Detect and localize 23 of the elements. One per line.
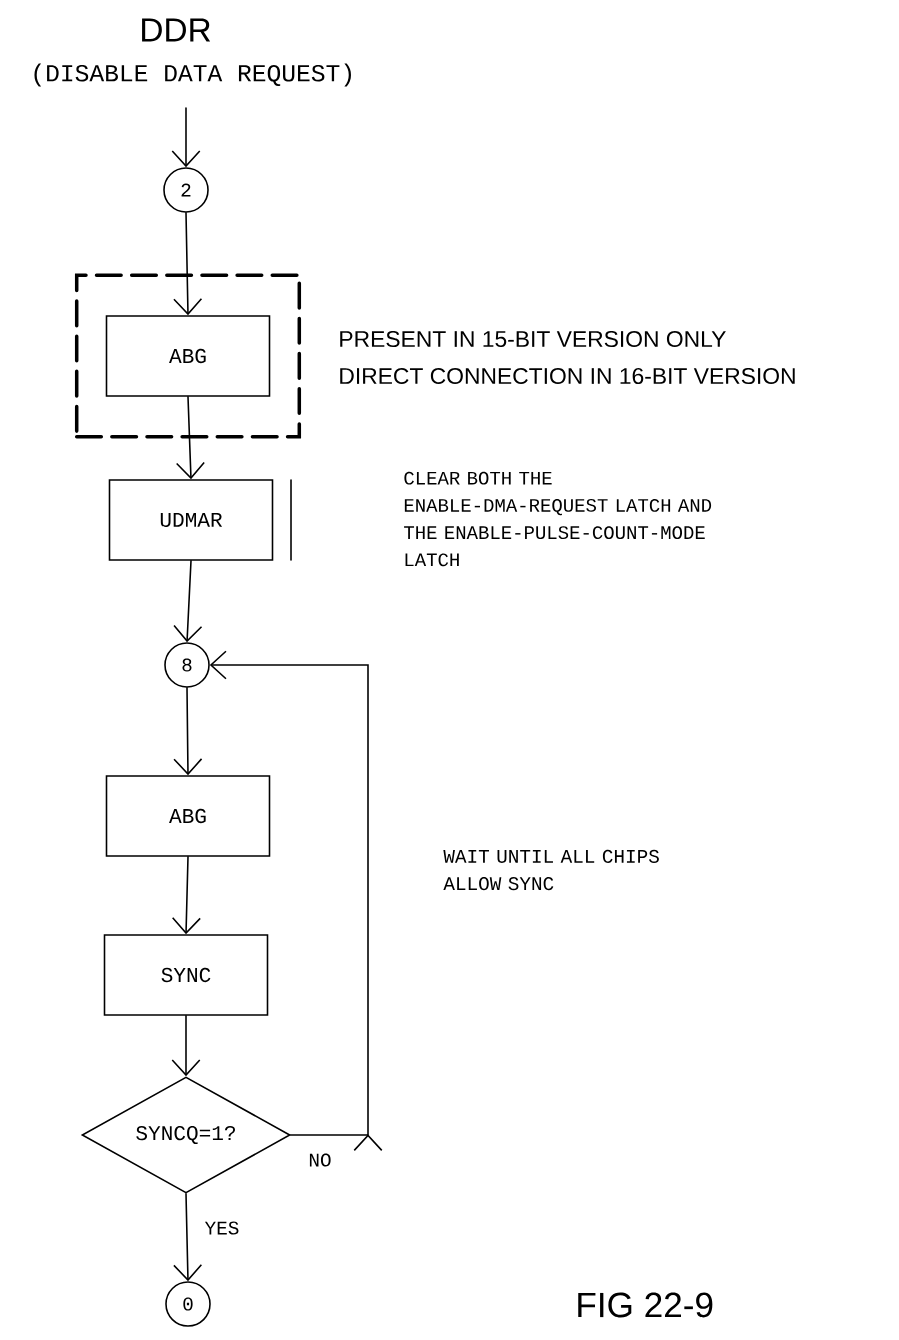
arrow — [173, 560, 203, 643]
figure-caption: FIG 22-9 — [578, 1292, 713, 1318]
arrow — [173, 687, 203, 776]
arrow — [171, 107, 201, 168]
arrow — [171, 1015, 201, 1077]
edge-label: YES — [202, 1219, 242, 1237]
process-box: ABG — [105, 775, 271, 857]
arrow — [171, 856, 201, 935]
arrow — [173, 1193, 203, 1282]
arrow — [175, 396, 205, 480]
note: DIRECT CONNECTION IN 16-BIT VERSION — [340, 367, 795, 385]
subtitle: (DISABLE DATA REQUEST) — [34, 63, 351, 87]
process-box: ABG — [105, 315, 271, 397]
title: DDR — [142, 18, 211, 42]
dashed-frame — [74, 273, 302, 439]
arrow — [209, 650, 383, 1152]
edge-label: NO — [306, 1151, 334, 1169]
note: CLEAR BOTH THE ENABLE-DMA-REQUEST LATCH AND THE ENABLE-PULSE-COUNT-MODE LATCH — [404, 471, 712, 567]
arrow — [173, 212, 203, 316]
note: WAIT UNTIL ALL CHIPS ALLOW SYNC — [443, 849, 659, 891]
process-box: UDMAR — [108, 479, 274, 561]
process-box: SYNC — [103, 934, 269, 1016]
note: PRESENT IN 15-BIT VERSION ONLY — [340, 330, 726, 348]
